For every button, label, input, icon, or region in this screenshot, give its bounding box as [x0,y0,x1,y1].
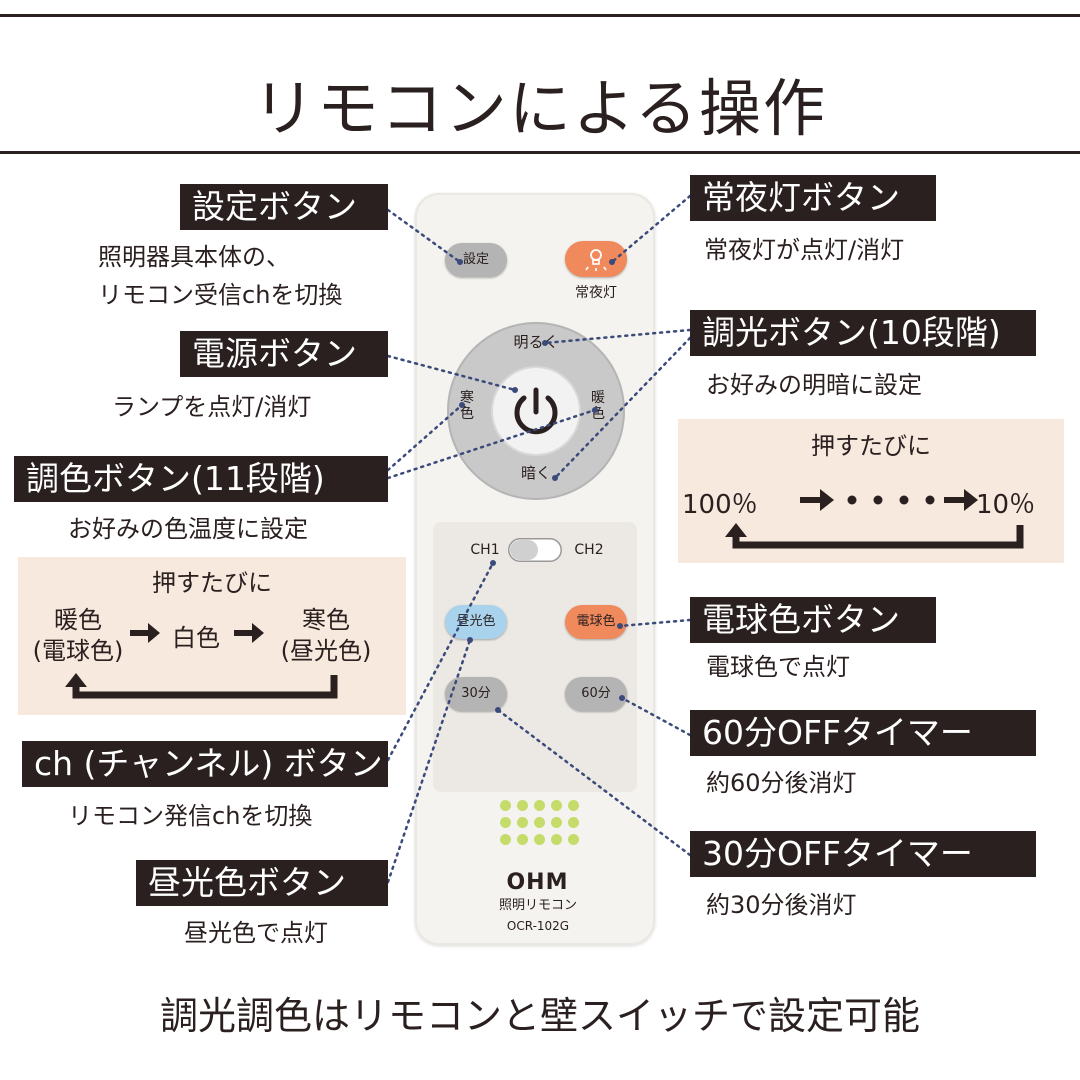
ir-dot [500,817,511,828]
channel-switch[interactable] [508,538,562,562]
brand-logo: OHM [506,870,569,895]
ir-dot [517,817,528,828]
ir-dot [500,800,511,811]
line-nightlight [610,194,692,264]
product-name: 照明リモコン [498,898,577,913]
line-dimmer-1 [543,328,692,345]
brighter-label[interactable]: 明るく [513,333,559,351]
cool-color-text: 寒色 (昼光色) [266,605,386,667]
line-timer60 [620,696,692,737]
title-rule [0,151,1080,154]
warm-text-1: 暖色 [54,606,102,634]
cool-text-2: (昼光色) [280,637,372,665]
daylight-button[interactable]: 昼光色 [445,605,507,639]
line-color-2 [386,408,597,480]
timer-30-desc: 約30分後消灯 [706,891,857,919]
nightlight-button-desc: 常夜灯が点灯/消灯 [704,236,905,264]
dimmer-button-desc: お好みの明暗に設定 [706,371,922,399]
ir-dot [551,817,562,828]
channel-switch-knob [510,540,538,560]
ch1-label: CH1 [470,542,500,558]
color-button-label: 調色ボタン(11段階) [14,456,388,502]
bulb-color-button[interactable]: 電球色 [565,605,627,639]
line-channel [386,561,495,762]
ir-dot [551,800,562,811]
nightlight-caption: 常夜灯 [575,285,617,301]
channel-button-desc: リモコン発信chを切換 [68,802,313,830]
power-icon [514,387,558,435]
ir-dot [534,800,545,811]
dimmer-cycle-arrows [725,489,1024,549]
timer-30-label: 30分OFFタイマー [690,831,1036,877]
dimmer-start-text: 100％ [682,490,758,520]
timer-60-label: 60分OFFタイマー [690,710,1036,756]
timer-60-button[interactable]: 60分 [565,677,627,711]
dimmer-button-label: 調光ボタン(10段階) [690,310,1036,356]
ir-dot [568,800,579,811]
bulb-color-button-desc: 電球色で点灯 [706,653,850,681]
color-cycle-box [18,557,406,715]
settings-button-label: 設定ボタン [180,184,388,230]
settings-button-desc: 照明器具本体の、 リモコン受信chを切換 [98,243,343,309]
white-color-text: 白色 [172,624,220,652]
line-power [386,354,517,392]
ir-dot [517,800,528,811]
line-color-1 [386,403,464,472]
channel-button-label: ch (チャンネル) ボタン [22,741,388,787]
color-cycle-arrows [65,623,338,699]
bulb-color-button-label: 電球色ボタン [690,597,936,643]
cool-label-bottom: 色 [460,406,474,422]
page-title: リモコンによる操作 [252,72,828,145]
line-bulb [618,618,692,628]
ir-dot [551,834,562,845]
daylight-button-desc: 昼光色で点灯 [184,919,328,947]
top-rule [0,14,1080,17]
cool-label-top: 寒 [460,390,474,406]
dimmer-end-text: 10％ [976,490,1036,520]
dimmer-box-heading: 押すたびに [811,432,931,460]
power-button-label: 電源ボタン [180,331,388,377]
color-button-desc: お好みの色温度に設定 [68,515,308,543]
darker-label[interactable]: 暗く [520,464,551,482]
line-timer30 [496,708,692,857]
ir-dot [534,834,545,845]
ir-dot [517,834,528,845]
settings-button[interactable]: 設定 [445,243,507,277]
footer-note: 調光調色はリモコンと壁スイッチで設定可能 [159,994,920,1038]
dimmer-cycle-box [678,419,1064,563]
color-box-heading: 押すたびに [152,569,272,597]
cool-text-1: 寒色 [302,606,350,634]
warm-color-text: 暖色 (電球色) [18,605,138,667]
ch2-label: CH2 [574,542,604,558]
bulb-icon [585,249,607,271]
model-number: OCR-102G [506,919,570,933]
warm-text-2: (電球色) [32,637,124,665]
line-settings [386,208,462,264]
power-button-desc: ランプを点灯/消灯 [112,393,312,421]
timer-60-desc: 約60分後消灯 [706,769,857,797]
line-daylight [386,638,472,884]
line-dimmer-2 [553,336,692,480]
lower-panel [433,522,637,792]
ir-dot [500,834,511,845]
warm-label-top: 暖 [591,390,605,406]
cool-color-label[interactable]: 寒 色 [455,390,479,422]
ir-dot [568,817,579,828]
ir-dot [534,817,545,828]
ir-dot [568,834,579,845]
nightlight-button[interactable] [565,241,627,277]
nightlight-button-label: 常夜灯ボタン [690,175,936,221]
daylight-button-label: 昼光色ボタン [136,860,388,906]
